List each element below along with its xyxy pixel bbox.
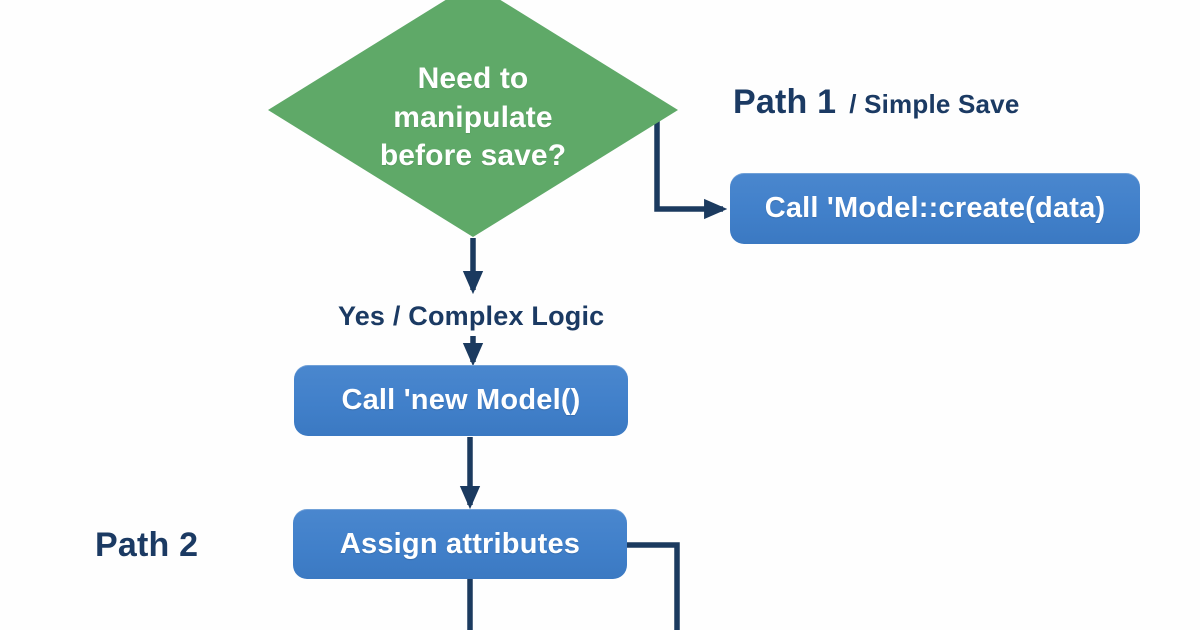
edge-assign-attributes-loop (627, 542, 680, 630)
process-node-new-model[interactable]: Call 'new Model() (294, 365, 628, 436)
process-node-assign-attributes-label: Assign attributes (339, 527, 581, 560)
path-1-subtitle: / Simple Save (849, 89, 1020, 119)
branch-label-yes-complex-logic: Yes / Complex Logic (338, 301, 605, 331)
process-node-model-create-label: Call 'Model::create(data) (764, 192, 1106, 224)
decision-node-label: Need to manipulate before save? (379, 62, 567, 173)
path-1-title: Path 1 (733, 83, 837, 121)
diamond-shape (268, 0, 678, 237)
process-node-assign-attributes[interactable]: Assign attributes (293, 509, 627, 579)
path-2-annotation: Path 2 (95, 526, 199, 564)
decision-node-need-to-manipulate[interactable]: Need to manipulate before save? (268, 0, 678, 237)
path-1-annotation: Path 1 / Simple Save (733, 85, 1019, 119)
process-node-new-model-label: Call 'new Model() (341, 384, 581, 416)
process-node-model-create[interactable]: Call 'Model::create(data) (730, 173, 1140, 244)
